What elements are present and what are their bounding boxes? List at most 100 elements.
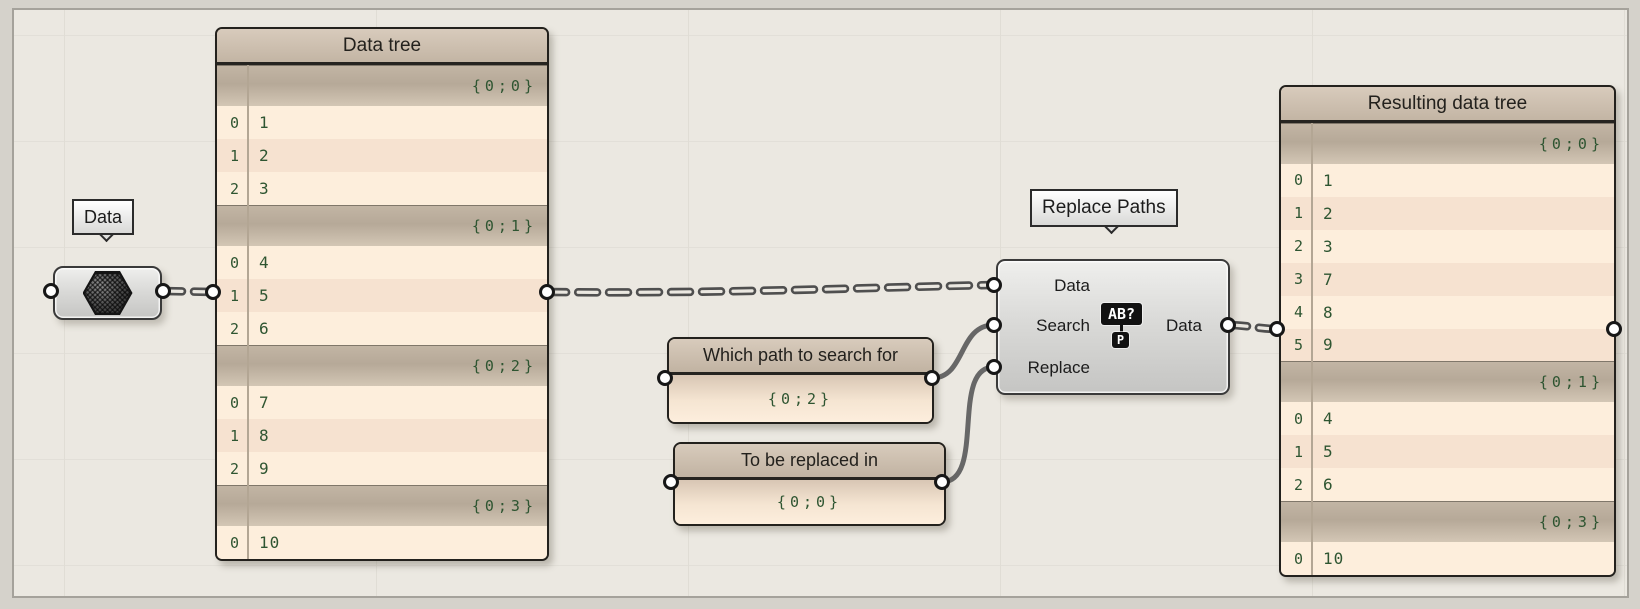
branch-path-row: {0;0} (1281, 123, 1614, 164)
rp-data-output-port[interactable] (1220, 317, 1236, 333)
result-panel-input-port[interactable] (1269, 321, 1285, 337)
input-label-replace: Replace (1027, 358, 1090, 377)
data-param-component[interactable] (53, 266, 162, 320)
row-value: 9 (1323, 335, 1334, 355)
row-index: 0 (229, 113, 239, 132)
panel-title: Data tree (217, 29, 547, 65)
row-value: 3 (259, 179, 270, 198)
row-index: 0 (1293, 171, 1303, 190)
row-value: 8 (259, 426, 270, 445)
data-row: 0 10 (1281, 542, 1614, 575)
row-index: 0 (1293, 549, 1303, 568)
data-hexagon-icon (82, 271, 133, 315)
panel-title: Which path to search for (669, 339, 932, 375)
search-path-panel[interactable]: Which path to search for {0;2} (667, 337, 934, 424)
data-tree-input-port[interactable] (205, 284, 221, 300)
data-row: 0 10 (217, 526, 547, 559)
data-param-tooltip: Data (72, 199, 135, 235)
replace-paths-icon-ab: AB? (1101, 303, 1142, 325)
row-index: 1 (229, 426, 239, 445)
row-value: 6 (1323, 475, 1334, 495)
branch-path-row: {0;3} (217, 485, 547, 526)
row-value: 7 (259, 393, 270, 412)
panel-title: To be replaced in (675, 444, 944, 480)
replace-path-panel[interactable]: To be replaced in {0;0} (673, 442, 946, 526)
row-index: 2 (1293, 475, 1303, 494)
rp-replace-input-port[interactable] (986, 359, 1002, 375)
row-index: 5 (1293, 335, 1303, 354)
row-value: 6 (259, 319, 270, 338)
row-value: 5 (259, 286, 270, 305)
row-value: 10 (259, 533, 281, 552)
row-index: 1 (229, 286, 239, 305)
replace-paths-component[interactable]: Data Search Replace Data AB? P (996, 259, 1230, 395)
data-tree-output-port[interactable] (539, 284, 555, 300)
replace-paths-icon-stem (1120, 325, 1123, 332)
rp-data-input-port[interactable] (986, 277, 1002, 293)
branch-path-row: {0;1} (1281, 361, 1614, 403)
row-value: 3 (1323, 236, 1334, 256)
row-index: 1 (229, 146, 239, 165)
search-panel-input-port[interactable] (657, 370, 673, 386)
output-label-data: Data (1166, 316, 1202, 335)
row-value: 4 (259, 253, 270, 272)
replace-paths-icon-p: P (1112, 332, 1129, 348)
row-value: 2 (259, 146, 270, 165)
branch-path-row: {0;3} (1281, 501, 1614, 543)
replace-panel-input-port[interactable] (663, 474, 679, 490)
row-value: 7 (1323, 269, 1334, 289)
rp-search-input-port[interactable] (986, 317, 1002, 333)
branch-path-row: {0;1} (217, 205, 547, 246)
data-param-output-port[interactable] (155, 283, 171, 299)
row-index: 1 (1293, 442, 1303, 461)
replace-paths-tooltip: Replace Paths (1030, 189, 1178, 227)
search-panel-output-port[interactable] (924, 370, 940, 386)
index-column-divider (1311, 123, 1313, 575)
row-value: 8 (1323, 302, 1334, 322)
tooltip-label: Replace Paths (1042, 197, 1166, 218)
data-param-input-port[interactable] (43, 283, 59, 299)
row-index: 2 (229, 319, 239, 338)
panel-value[interactable]: {0;0} (675, 480, 944, 524)
input-label-data: Data (1054, 276, 1090, 295)
panel-value[interactable]: {0;2} (669, 375, 932, 422)
row-value: 1 (1323, 170, 1334, 190)
row-index: 0 (229, 253, 239, 272)
row-index: 2 (1293, 237, 1303, 256)
row-value: 5 (1323, 442, 1334, 462)
row-index: 0 (1293, 409, 1303, 428)
row-index: 2 (229, 179, 239, 198)
input-label-search: Search (1036, 316, 1090, 335)
row-index: 0 (229, 533, 239, 552)
row-value: 1 (259, 113, 270, 132)
row-value: 9 (259, 459, 270, 478)
result-panel-output-port[interactable] (1606, 321, 1622, 337)
branch-path-row: {0;2} (217, 345, 547, 386)
row-value: 10 (1323, 549, 1345, 569)
replace-panel-output-port[interactable] (934, 474, 950, 490)
panel-title: Resulting data tree (1281, 87, 1614, 123)
row-index: 2 (229, 459, 239, 478)
row-value: 4 (1323, 409, 1334, 429)
